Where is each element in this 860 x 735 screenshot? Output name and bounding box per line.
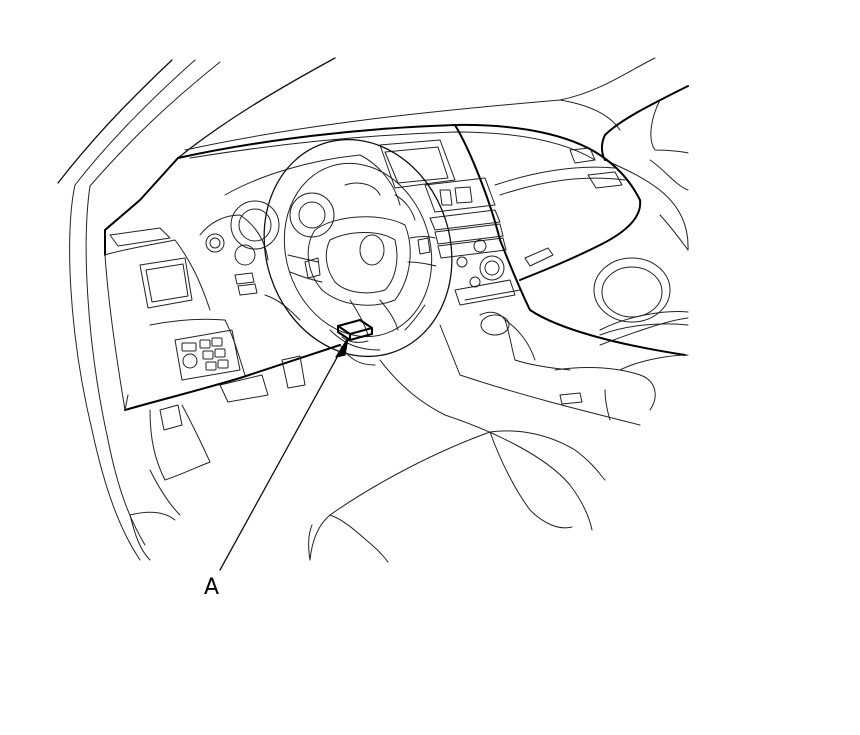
passenger-dash bbox=[454, 124, 689, 356]
pedals bbox=[149, 355, 306, 516]
callout-leader bbox=[219, 337, 349, 571]
a-pillar bbox=[57, 57, 336, 561]
callout-label-a: A bbox=[204, 575, 219, 600]
left-dash bbox=[104, 214, 341, 411]
component-a-box bbox=[337, 319, 373, 343]
instrument-cluster bbox=[224, 154, 416, 266]
right-door bbox=[601, 85, 689, 251]
center-stack bbox=[379, 139, 689, 426]
steering-wheel bbox=[263, 138, 453, 366]
dashboard-top bbox=[104, 123, 601, 256]
driver-seat bbox=[308, 359, 606, 563]
